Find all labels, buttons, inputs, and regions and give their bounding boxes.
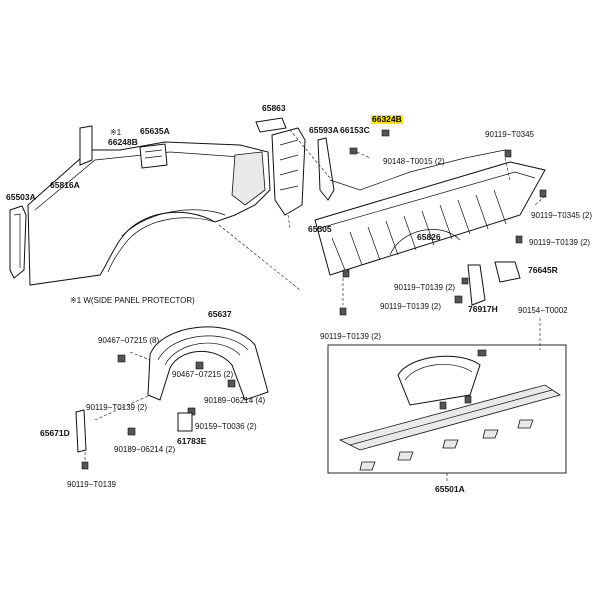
label-65505: 65505 (308, 224, 332, 234)
label-90467-07215-8: 90467−07215 (8) (98, 336, 160, 345)
label-65671d: 65671D (40, 428, 70, 438)
label-90119-t0139-mid2: 90119−T0139 (2) (380, 302, 442, 311)
clip-66153c (349, 129, 390, 155)
label-90189-06214-2: 90189−06214 (2) (114, 445, 176, 454)
label-90159-t0036: 90159−T0036 (2) (195, 422, 257, 431)
label-90119-t0139-right: 90119−T0139 (2) (529, 238, 591, 247)
side-panel-65816a (27, 141, 271, 286)
label-76645r: 76645R (528, 265, 558, 275)
label-side-panel-protector-note: ※1 W(SIDE PANEL PROTECTOR) (70, 296, 195, 305)
label-90148-t0015: 90148−T0015 (2) (383, 157, 445, 166)
label-90189-06214-4: 90189−06214 (4) (204, 396, 266, 405)
label-90119-t0139-center: 90119−T0139 (2) (320, 332, 382, 341)
bracket-65671d (75, 409, 89, 470)
label-65826: 65826 (417, 232, 441, 242)
label-90119-t0139-mid1: 90119−T0139 (2) (394, 283, 456, 292)
label-90467-07215-2: 90467−07215 (2) (172, 370, 234, 379)
label-90119-t0139-left: 90119−T0139 (2) (86, 403, 148, 412)
label-65501a: 65501A (435, 484, 465, 494)
label-90119-t0139-bottom: 90119−T0139 (67, 480, 117, 489)
bracket-76917h (454, 264, 486, 306)
label-66248b: 66248B (108, 137, 138, 147)
wheelhouse-liner-65637 (94, 326, 269, 436)
label-90119-t0345-right: 90119−T0345 (2) (531, 211, 593, 220)
bolts-right (339, 149, 547, 316)
cover-65863 (255, 117, 287, 133)
label-90154-t0002: 90154−T0002 (518, 306, 568, 315)
bed-panel-65826 (314, 149, 546, 276)
mudguard-76645r (494, 261, 521, 283)
label-65593a: 65593A (309, 125, 339, 135)
label-65503a: 65503A (6, 192, 36, 202)
reinforcement-65593a (317, 137, 335, 201)
plate-61783e (177, 412, 193, 432)
label-66324b[interactable]: 66324B (371, 114, 403, 124)
panel-protector-66248b (79, 125, 93, 166)
label-65816a: 65816A (50, 180, 80, 190)
pillar-65505 (271, 127, 306, 229)
label-star1: ※1 (110, 128, 122, 137)
label-65863: 65863 (262, 103, 286, 113)
bracket-65635a (139, 143, 168, 169)
label-65635a: 65635A (140, 126, 170, 136)
label-61783e: 61783E (177, 436, 207, 446)
label-76917h: 76917H (468, 304, 498, 314)
label-66153c: 66153C (340, 125, 370, 135)
deck-floor-65501a (338, 349, 561, 482)
label-65637: 65637 (208, 309, 232, 319)
label-90119-t0345-top: 90119−T0345 (485, 130, 535, 139)
corner-bracket-65503a (9, 205, 27, 279)
